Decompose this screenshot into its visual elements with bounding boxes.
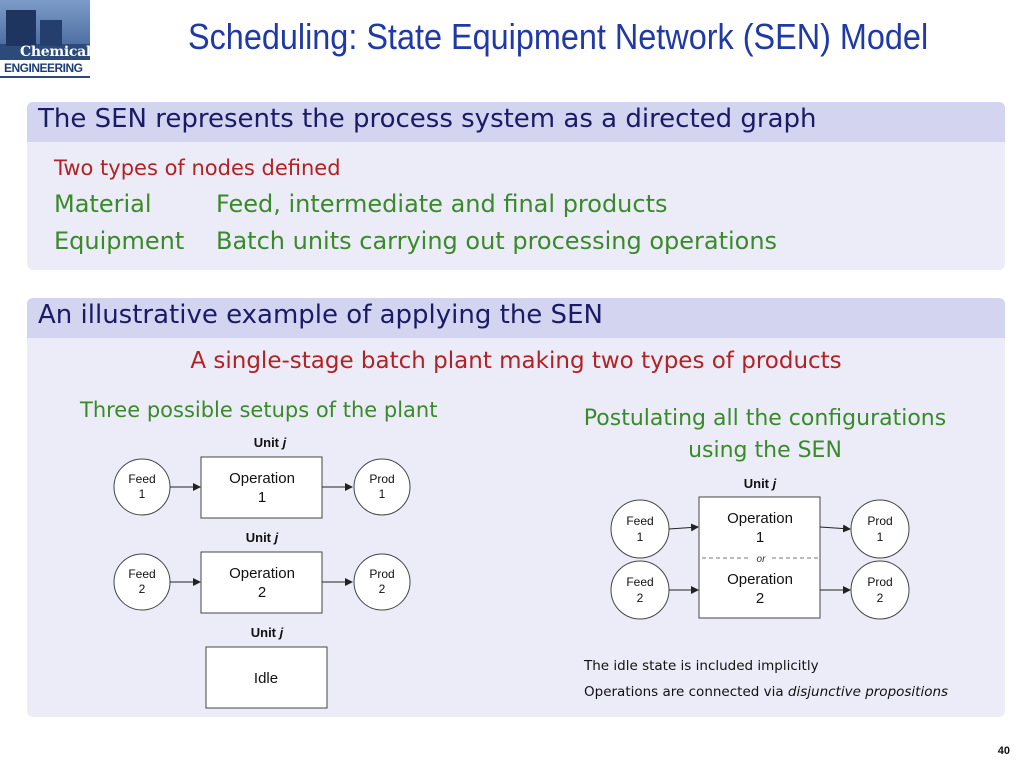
setup3-idle-label: Idle — [254, 670, 278, 687]
left-caption: Three possible setups of the plant — [80, 398, 438, 422]
right-caption-line2: using the SEN — [688, 438, 842, 463]
sen-prod1-node — [850, 499, 910, 559]
sen-arrow-prod1 — [819, 524, 851, 533]
logo-building — [6, 10, 36, 46]
sen-prod1-label: Prod — [867, 514, 892, 528]
example-block: An illustrative example of applying the … — [27, 298, 1005, 717]
sen-op1-label: Operation — [727, 510, 793, 527]
setup2-unit-label: Unit j — [246, 530, 279, 545]
setup1-prod-node — [353, 458, 411, 516]
logo-text-band: ENGINEERING — [0, 60, 90, 76]
sen-definition-header: The SEN represents the process system as… — [27, 102, 1005, 142]
setup1-feed-label: Feed — [128, 472, 155, 486]
setup3-unit-label: Unit j — [251, 625, 284, 640]
sen-feed2-node — [610, 560, 670, 620]
setup2-operation-box — [200, 551, 323, 614]
setup2-feed-label: Feed — [128, 567, 155, 581]
setup1-operation-num: 1 — [258, 489, 266, 506]
sen-definition-header-text: The SEN represents the process system as… — [38, 104, 817, 134]
setup2-feed-num: 2 — [139, 582, 146, 596]
logo-text-chemical: Chemical — [20, 44, 90, 60]
node-types-intro: Two types of nodes defined — [54, 156, 341, 180]
note-idle-implicit: The idle state is included implicitly — [584, 658, 819, 674]
sen-unit-label: Unit j — [744, 476, 777, 491]
sen-or-label: or — [757, 554, 767, 565]
equipment-desc: Batch units carrying out processing oper… — [216, 227, 778, 255]
example-subtitle: A single-stage batch plant making two ty… — [190, 348, 842, 374]
slide-title: Scheduling: State Equipment Network (SEN… — [188, 16, 929, 57]
setup2-prod-node — [353, 553, 411, 611]
setup1-operation-box — [200, 456, 323, 519]
sen-definition-block: The SEN represents the process system as… — [27, 102, 1005, 270]
example-header: An illustrative example of applying the … — [27, 298, 1005, 338]
setup2-operation-num: 2 — [258, 584, 266, 601]
sen-feed2-num: 2 — [637, 591, 644, 605]
sen-arrow-feed1 — [668, 523, 699, 532]
setup2-operation-label: Operation — [229, 565, 295, 582]
sen-feed1-num: 1 — [637, 530, 644, 544]
setup2-prod-label: Prod — [369, 567, 394, 581]
setup1-prod-label: Prod — [369, 472, 394, 486]
setup1-unit-label: Unit j — [254, 435, 287, 450]
sen-feed2-label: Feed — [626, 575, 653, 589]
sen-prod2-label: Prod — [867, 575, 892, 589]
setup1-prod-num: 1 — [379, 487, 386, 501]
right-caption-line1: Postulating all the configurations — [583, 406, 947, 431]
chemical-engineering-logo: Chemical ENGINEERING — [0, 0, 90, 78]
setup3-idle-box — [205, 646, 328, 709]
sen-prod1-num: 1 — [877, 530, 884, 544]
example-header-text: An illustrative example of applying the … — [38, 300, 603, 330]
material-term: Material — [54, 190, 152, 218]
logo-building-2 — [40, 20, 62, 46]
sen-feed1-node — [610, 499, 670, 559]
material-desc: Feed, intermediate and final products — [216, 190, 668, 218]
setup1-feed-num: 1 — [139, 487, 146, 501]
logo-text-engineering: ENGINEERING — [4, 61, 83, 75]
sen-op2-num: 2 — [756, 590, 764, 607]
setup1-operation-label: Operation — [229, 470, 295, 487]
sen-op1-num: 1 — [756, 529, 764, 546]
sen-prod2-num: 2 — [877, 591, 884, 605]
setup2-prod-num: 2 — [379, 582, 386, 596]
note-disjunctive-italic: disjunctive propositions — [787, 684, 949, 700]
note-disjunctive-prefix: Operations are connected via — [584, 684, 788, 700]
sen-prod2-node — [850, 560, 910, 620]
note-disjunctive: Operations are connected via disjunctive… — [584, 684, 948, 700]
equipment-term: Equipment — [54, 227, 185, 255]
sen-feed1-label: Feed — [626, 514, 653, 528]
page-number: 40 — [997, 745, 1010, 757]
sen-op2-label: Operation — [727, 571, 793, 588]
